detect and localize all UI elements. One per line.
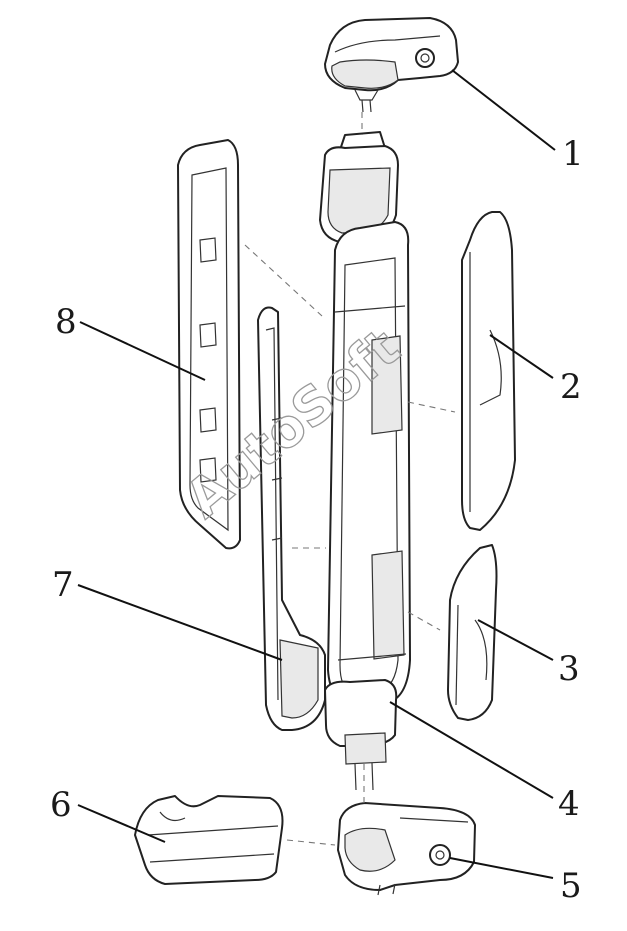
part-7-inner-frame [257, 306, 326, 731]
callout-labels: 1 2 3 4 5 6 7 8 [50, 134, 584, 906]
leader-lines [77, 69, 556, 879]
callout-5: 5 [560, 866, 582, 906]
callout-4: 4 [558, 784, 580, 824]
part-1-top-cap [324, 17, 459, 113]
part-5-base-mount [337, 802, 476, 896]
part-2-upper-glass [461, 211, 516, 531]
part-4-main-arm [319, 131, 411, 791]
callout-6: 6 [50, 785, 72, 825]
part-6-lower-cover [134, 795, 284, 885]
callout-1: 1 [562, 134, 584, 174]
callout-7: 7 [52, 565, 74, 605]
callout-8: 8 [55, 302, 77, 342]
part-8-back-housing [177, 139, 241, 550]
part-3-lower-glass [447, 544, 498, 721]
assembly-guide-lines [244, 112, 456, 846]
callout-3: 3 [558, 649, 580, 689]
callout-2: 2 [560, 367, 582, 407]
